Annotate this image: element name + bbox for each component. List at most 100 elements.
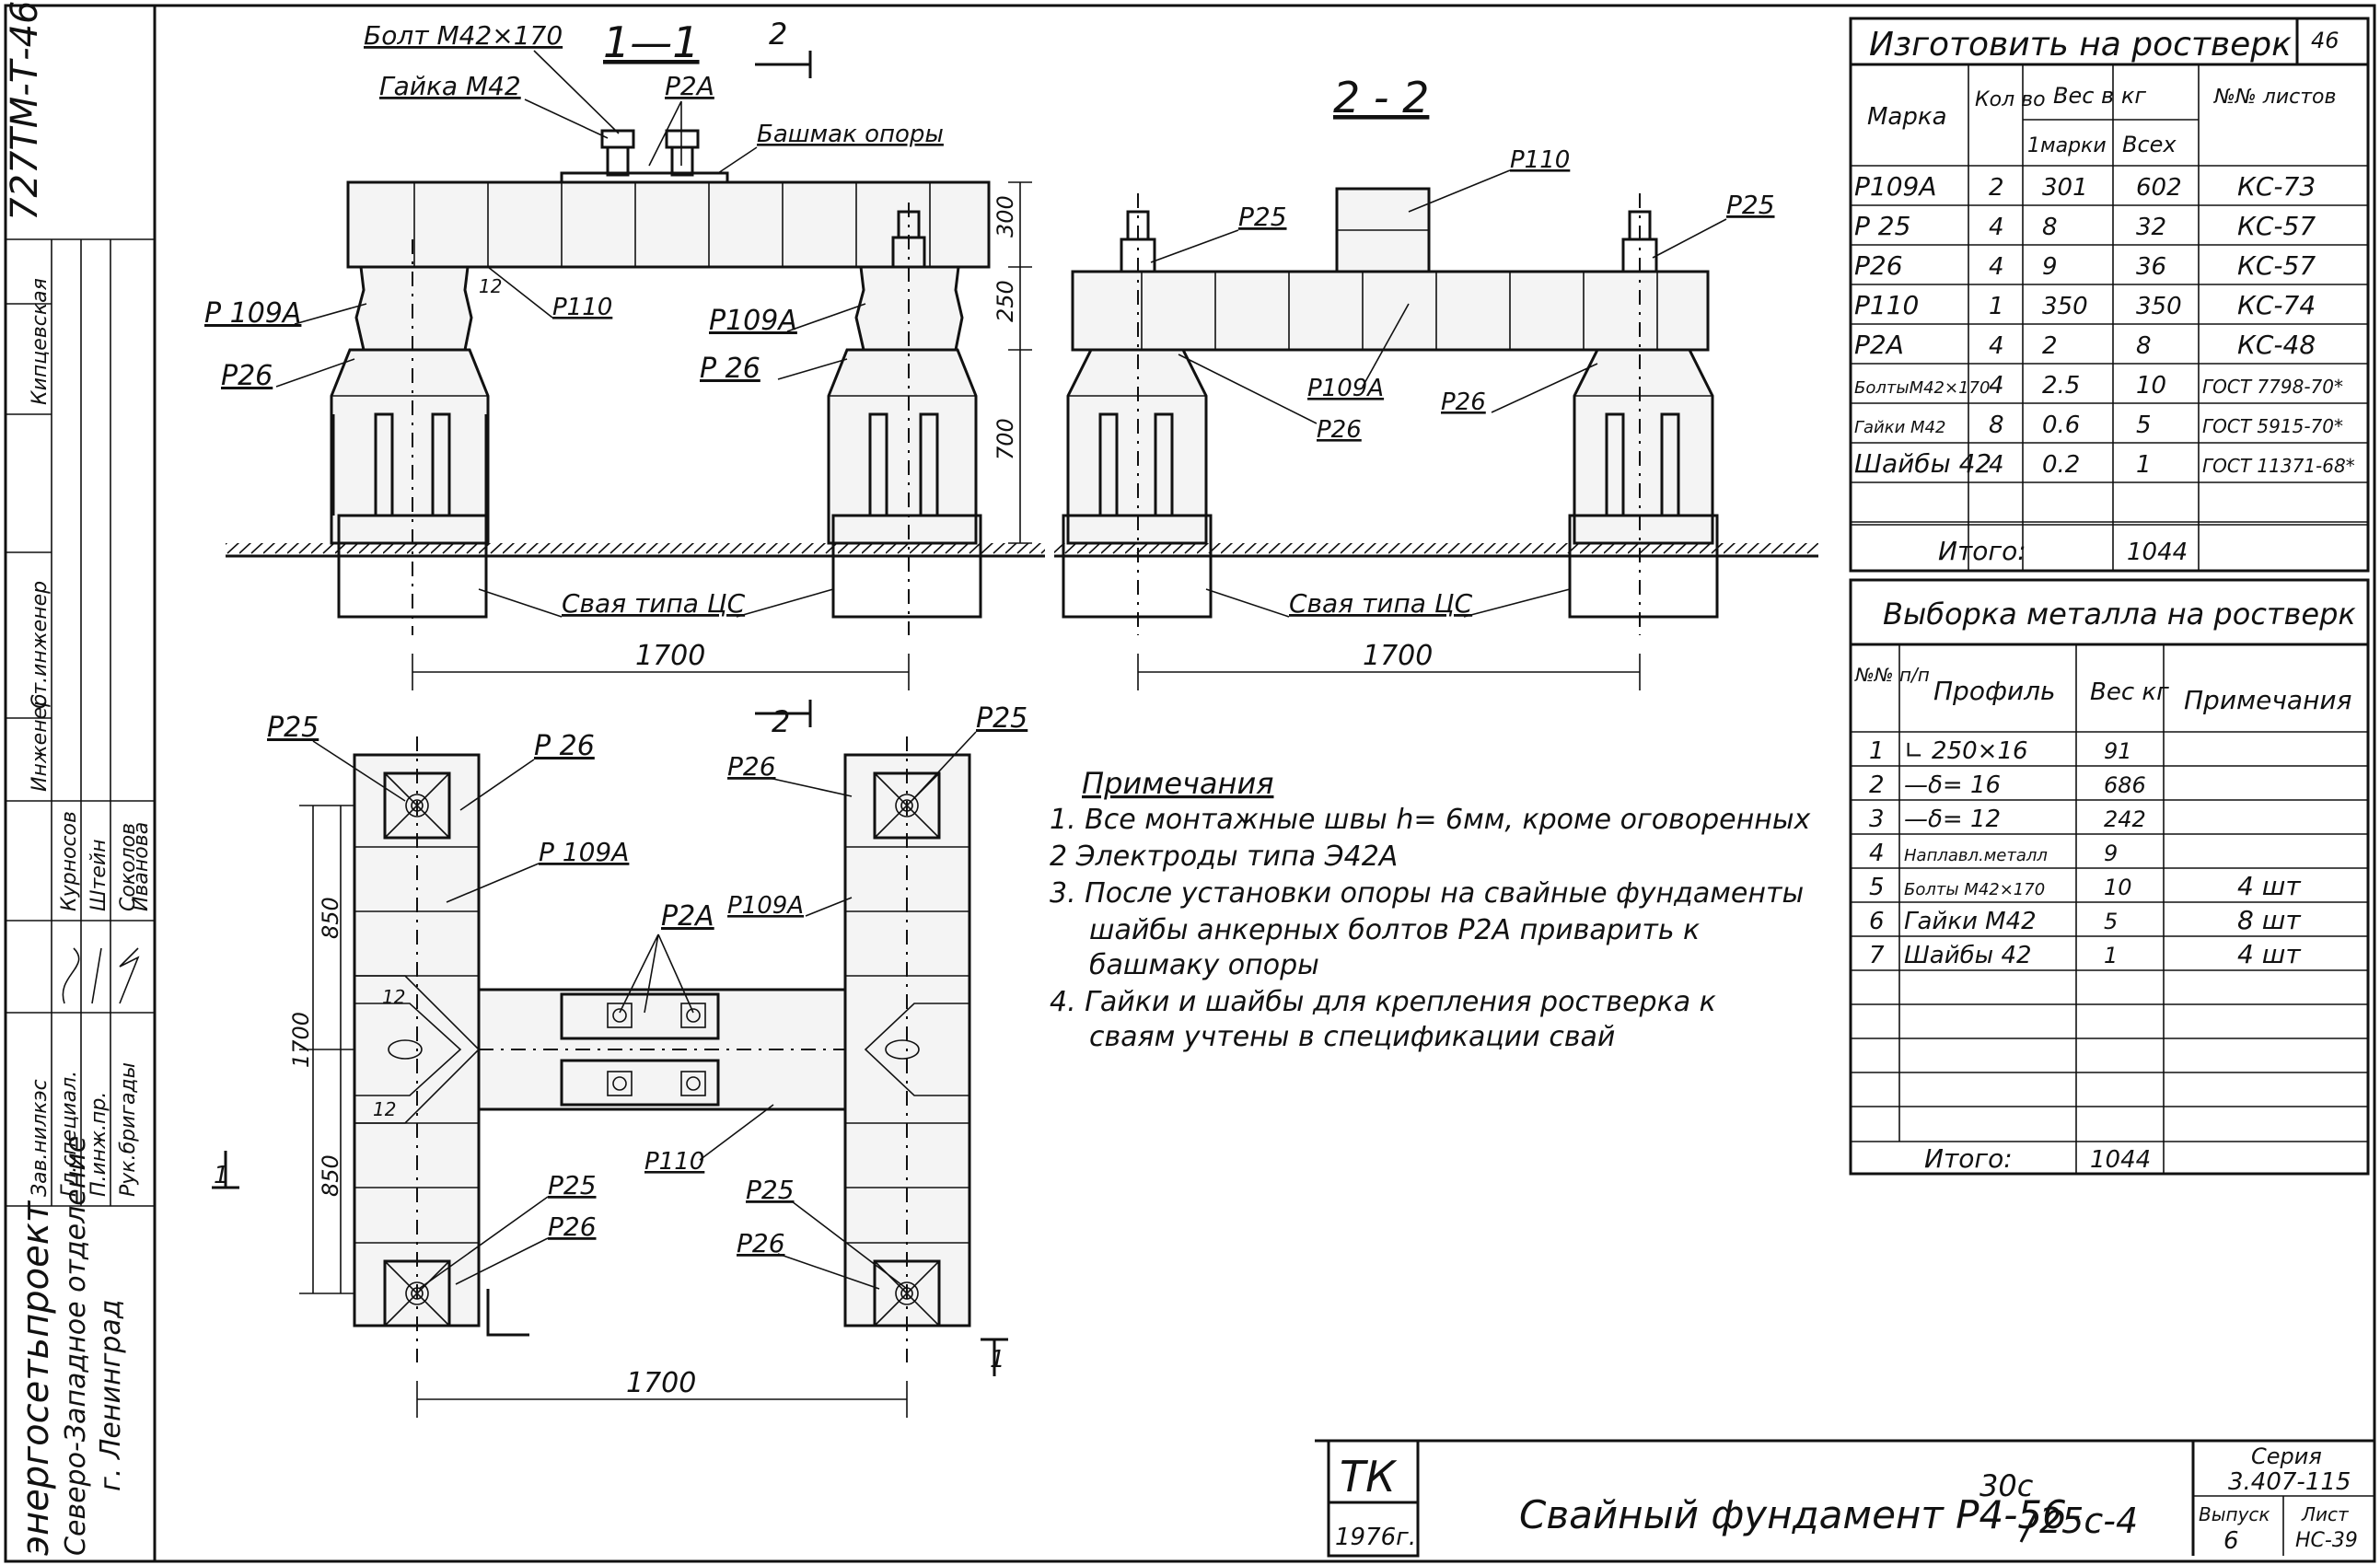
plan-label-p109a-l: Р 109А: [539, 837, 629, 867]
table1-cell-qty: 4: [1989, 451, 2004, 479]
drawing-title-frac-den: 25с-4: [2039, 1501, 2138, 1541]
department-name: Северо-Западное отделение: [60, 1136, 92, 1556]
table1-cell-qty: 2: [1989, 174, 2004, 202]
organization-name: энергосетьпроект: [15, 1200, 57, 1556]
table2-cell-profile: —δ= 16: [1904, 771, 2001, 799]
label-p2a: Р2А: [665, 71, 714, 101]
table2-head-notes: Примечания: [2184, 685, 2351, 715]
series-label: Серия: [2251, 1443, 2322, 1469]
table1-cell-one: 8: [2042, 214, 2058, 241]
table2-cell-no: 1: [1869, 737, 1885, 765]
table1-cell-one: 2: [2042, 332, 2058, 360]
notes-title: Примечания: [1082, 766, 1273, 801]
table2-cell-weight: 686: [2104, 772, 2146, 798]
label-p26-right: Р 26: [700, 353, 760, 385]
plan-label-p26-br: Р26: [737, 1228, 785, 1258]
span-1700-section-2: 1700: [1363, 640, 1433, 672]
table1-cell-all: 10: [2136, 372, 2166, 400]
plan-dim-1700-vertical: 1700: [288, 1012, 314, 1068]
table1-cell-one: 301: [2042, 174, 2088, 202]
stamp-name-3: Соколов: [117, 823, 140, 911]
table1-sheet-no: 46: [2311, 28, 2339, 53]
label-p26-mid-2: Р26: [1317, 416, 1362, 444]
plan-label-p110: Р110: [644, 1148, 704, 1176]
table2-cell-weight: 10: [2104, 875, 2132, 900]
table1-cell-all: 5: [2136, 412, 2152, 439]
table1-head-one: 1марки: [2027, 134, 2107, 157]
plan-view: 2: [212, 700, 1027, 1418]
label-p110-2: Р110: [1510, 146, 1570, 174]
city-name: г. Ленинград: [95, 1299, 127, 1491]
plan-label-p25-bl: Р25: [548, 1170, 597, 1200]
table1-head-weight: Вес в кг: [2053, 83, 2146, 109]
section-2-2-title: 2 - 2: [1333, 73, 1429, 122]
note-line-3: 3. После установки опоры на свайные фунд…: [1050, 877, 1804, 910]
table-manufacture: Изготовить на ростверк 46 Марка Кол во В…: [1849, 17, 2370, 573]
label-p109a-2: Р109А: [1307, 375, 1384, 402]
table1-cell-qty: 1: [1989, 293, 2004, 320]
table1-head-qty: Кол во: [1975, 88, 2046, 111]
stamp-role-5: Ст.инженер: [29, 581, 52, 709]
section-1-1-title: 1—1: [603, 17, 700, 67]
dim-700: 700: [993, 418, 1018, 460]
table1-cell-qty: 8: [1989, 412, 2004, 439]
label-p26-right-2: Р26: [1441, 388, 1486, 416]
table1-cell-qty: 4: [1989, 214, 2004, 241]
label-pile-2: Свая типа ЦС: [1289, 588, 1473, 619]
table1-cell-sheet: ГОСТ 5915-70*: [2202, 415, 2343, 437]
table2-cell-note: 8 шт: [2237, 905, 2301, 935]
plan-label-p26-bl: Р26: [548, 1211, 597, 1242]
plan-weld-12-a: 12: [382, 986, 405, 1008]
table1-cell-one: 0.6: [2042, 412, 2080, 439]
table1-cell-all: 32: [2136, 214, 2166, 241]
note-line-6: 4. Гайки и шайбы для крепления ростверка…: [1050, 986, 1716, 1018]
table1-cell-mark: Р109А: [1854, 171, 1936, 202]
table2-cell-profile: ∟ 250×16: [1904, 737, 2028, 765]
table1-head-all: Всех: [2122, 132, 2177, 157]
table2-cell-no: 5: [1869, 874, 1885, 901]
label-p25-right-2: Р25: [1726, 190, 1775, 220]
title-block: ТК 1976г. Свайный фундамент Р4-56- 30с 2…: [1327, 1439, 2374, 1558]
side-stamp: 727ТМ-Т-46 энергосетьпроект Северо-Запад…: [4, 1, 155, 1556]
dim-250: 250: [993, 280, 1018, 322]
table-metal: Выборка металла на ростверк №№ п/п Профи…: [1849, 578, 2370, 1176]
beam-p110: [346, 180, 991, 269]
tk-mark: ТК: [1340, 1452, 1398, 1501]
year-mark: 1976г.: [1335, 1524, 1416, 1551]
table2-head-no: №№ п/п: [1854, 664, 1930, 686]
label-p109a-right: Р109А: [709, 305, 797, 337]
table1-cell-one: 0.2: [2042, 451, 2080, 479]
section-2-2: 2 - 2 1700 Р110 Р25 Р: [1054, 73, 1818, 690]
table1-cell-sheet: ГОСТ 11371-68*: [2202, 455, 2355, 477]
table2-total-label: Итого:: [1924, 1143, 2013, 1174]
table1-cell-all: 36: [2136, 253, 2166, 281]
table1-total-value: 1044: [2127, 539, 2188, 566]
label-shoe: Башмак опоры: [757, 121, 944, 148]
table1-total-label: Итого:: [1938, 536, 2026, 566]
table1-cell-all: 1: [2136, 451, 2152, 479]
table1-cell-sheet: КС-57: [2237, 211, 2316, 241]
table2-head-profile: Профиль: [1933, 676, 2056, 706]
signature-scribble: [62, 947, 140, 1004]
plan-label-p109a-r: Р109А: [727, 892, 804, 920]
plan-dim-850-bottom: 850: [318, 1154, 343, 1197]
note-line-4: шайбы анкерных болтов Р2А приварить к: [1089, 914, 1700, 946]
note-line-2: 2 Электроды типа Э42А: [1050, 840, 1398, 873]
table2-cell-note: 4 шт: [2237, 871, 2301, 901]
sheet-value: НС-39: [2295, 1529, 2358, 1552]
table1-cell-sheet: ГОСТ 7798-70*: [2202, 376, 2343, 398]
section-1-1-cut-mark: 2: [769, 17, 787, 52]
table2-cell-note: 4 шт: [2237, 939, 2301, 969]
table2-total-value: 1044: [2090, 1146, 2151, 1174]
dim-300: 300: [993, 195, 1018, 238]
table2-cell-no: 3: [1869, 806, 1885, 833]
table2-cell-weight: 1: [2104, 943, 2118, 968]
plan-dim-850-top: 850: [318, 897, 343, 939]
stamp-role-3: П.инж.пр.: [87, 1092, 110, 1197]
plan-cut-mark-right: 1: [990, 1346, 1005, 1374]
drawing-title: Свайный фундамент Р4-56-: [1519, 1492, 2081, 1537]
label-p26-left: Р26: [221, 360, 273, 392]
stamp-role-6: Инженер: [29, 694, 52, 792]
table1-cell-sheet: КС-73: [2237, 171, 2316, 202]
